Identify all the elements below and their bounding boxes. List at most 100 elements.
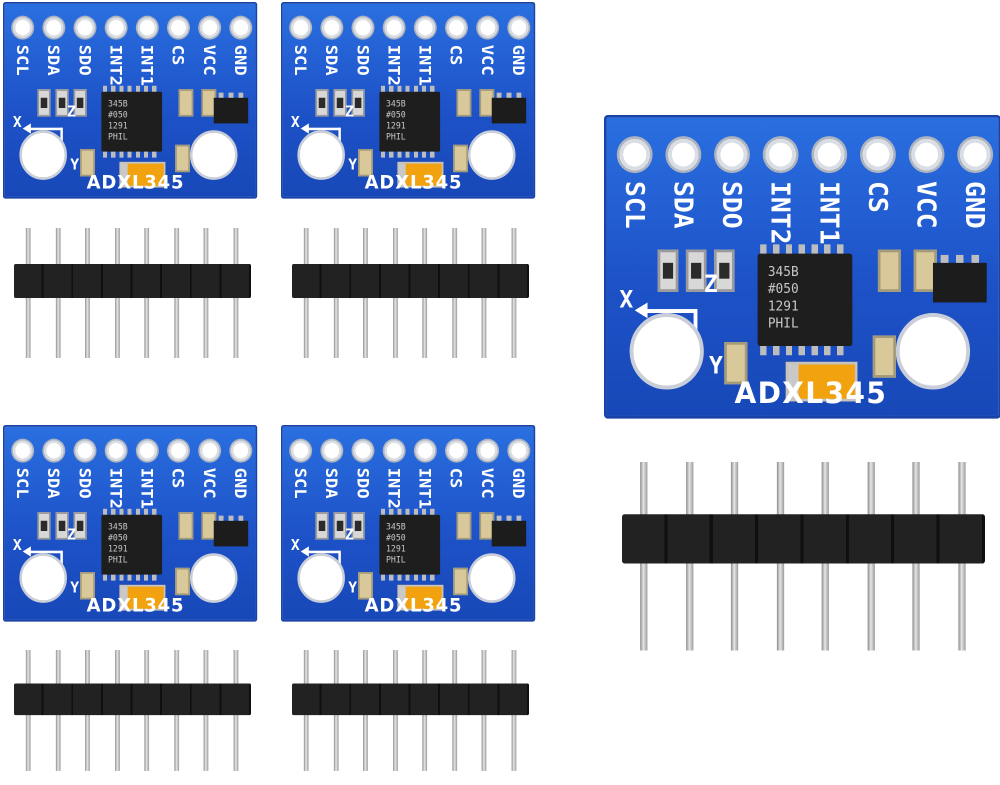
solder-pad-int1: [811, 136, 848, 174]
chip-marking-line: 345B: [385, 99, 406, 109]
solder-pad-cs: [167, 438, 190, 463]
chip-marking-line: #050: [767, 282, 799, 298]
axis-label-x: X: [12, 536, 22, 555]
chip-legs: [381, 150, 439, 158]
axis-label-x: X: [290, 536, 300, 555]
x-axis-arrow-icon: [634, 302, 697, 319]
pin-label-sda: SDA: [44, 44, 64, 76]
smd-capacitor: [175, 567, 190, 596]
chip-marking-line: 345B: [107, 99, 128, 109]
board-title: ADXL345: [364, 172, 463, 194]
pin-label-sdo: SDO: [75, 44, 95, 76]
smd-resistor: [685, 249, 707, 292]
chip-marking-line: PHIL: [767, 316, 799, 332]
chip-legs: [103, 573, 161, 581]
smd-capacitor: [178, 512, 194, 540]
smd-capacitor: [80, 572, 95, 600]
chip-legs: [760, 344, 850, 356]
header-plastic-strip: [14, 683, 251, 716]
solder-pad-int2: [104, 438, 128, 463]
axis-label-y: Y: [348, 578, 358, 597]
smd-resistor: [333, 89, 347, 117]
solder-pad-gnd: [507, 438, 531, 463]
pin-label-int1: INT1: [415, 44, 436, 86]
solder-pad-int2: [762, 136, 799, 174]
solder-pad-scl: [11, 438, 35, 463]
mounting-hole: [189, 553, 238, 603]
mounting-hole: [467, 553, 516, 603]
chip-legs: [381, 573, 439, 581]
chip-marking-line: 345B: [767, 265, 799, 280]
smd-capacitor: [358, 149, 373, 177]
chip-legs: [103, 85, 161, 93]
pin-label-cs: CS: [168, 44, 189, 66]
smd-resistor: [714, 249, 735, 292]
smd-capacitor: [724, 342, 748, 385]
pin-label-sdo: SDO: [75, 467, 95, 499]
pin-label-sda: SDA: [322, 44, 342, 76]
chip-legs: [381, 85, 439, 93]
chip-marking-line: 1291: [107, 121, 128, 132]
pin-label-scl: SCL: [290, 467, 311, 499]
board-title: ADXL345: [364, 595, 463, 617]
pin-label-int2: INT2: [384, 44, 404, 86]
pin-label-cs: CS: [446, 44, 467, 66]
voltage-regulator: [491, 515, 527, 547]
pin-label-scl: SCL: [290, 44, 311, 76]
mounting-hole: [895, 313, 971, 390]
pin-label-scl: SCL: [12, 467, 33, 499]
pin-label-int2: INT2: [106, 44, 126, 86]
header-plastic-strip: [622, 514, 985, 564]
pin-label-sda: SDA: [322, 467, 342, 499]
smd-resistor: [351, 89, 365, 117]
pin-label-vcc: VCC: [477, 44, 498, 76]
smd-resistor: [315, 512, 329, 540]
voltage-regulator: [932, 254, 987, 303]
pin-label-sdo: SDO: [716, 181, 748, 229]
pin-label-scl: SCL: [619, 181, 651, 229]
pin-label-gnd: GND: [230, 44, 251, 76]
pin-label-sda: SDA: [668, 181, 699, 229]
chip-marking-line: PHIL: [107, 555, 128, 566]
pin-label-vcc: VCC: [911, 181, 942, 229]
solder-pad-int1: [135, 438, 159, 463]
board-title: ADXL345: [86, 172, 185, 194]
chip-marking-line: 1291: [385, 121, 406, 132]
mounting-hole: [297, 130, 345, 180]
solder-pad-scl: [11, 15, 35, 40]
axis-label-z: Z: [66, 102, 76, 121]
chip-marking-line: 345B: [107, 522, 128, 532]
tantalum-capacitor: [397, 161, 444, 188]
mounting-hole: [629, 313, 704, 390]
mounting-hole: [19, 130, 67, 180]
smd-capacitor: [80, 149, 95, 177]
chip-marking-line: 345B: [385, 522, 406, 532]
chip-legs: [381, 508, 439, 516]
axis-label-y: Y: [348, 155, 358, 174]
chip-legs: [103, 508, 161, 516]
axis-label-z: Z: [66, 525, 76, 544]
x-axis-arrow-icon: [22, 546, 63, 557]
solder-pad-int1: [413, 15, 437, 40]
chip-marking-line: PHIL: [385, 132, 406, 143]
solder-pad-vcc: [476, 15, 500, 40]
pin-label-vcc: VCC: [199, 44, 220, 76]
solder-pad-cs: [167, 15, 190, 40]
chip-legs: [760, 244, 850, 255]
smd-resistor: [351, 512, 365, 540]
pin-label-int1: INT1: [415, 467, 436, 509]
smd-resistor: [37, 512, 51, 540]
pin-label-sda: SDA: [44, 467, 64, 499]
pin-label-sdo: SDO: [353, 44, 373, 76]
mounting-hole: [467, 130, 516, 180]
pin-label-cs: CS: [862, 181, 894, 213]
pin-label-int1: INT1: [813, 181, 845, 245]
pin-label-int1: INT1: [137, 467, 158, 509]
pin-label-vcc: VCC: [199, 467, 220, 499]
